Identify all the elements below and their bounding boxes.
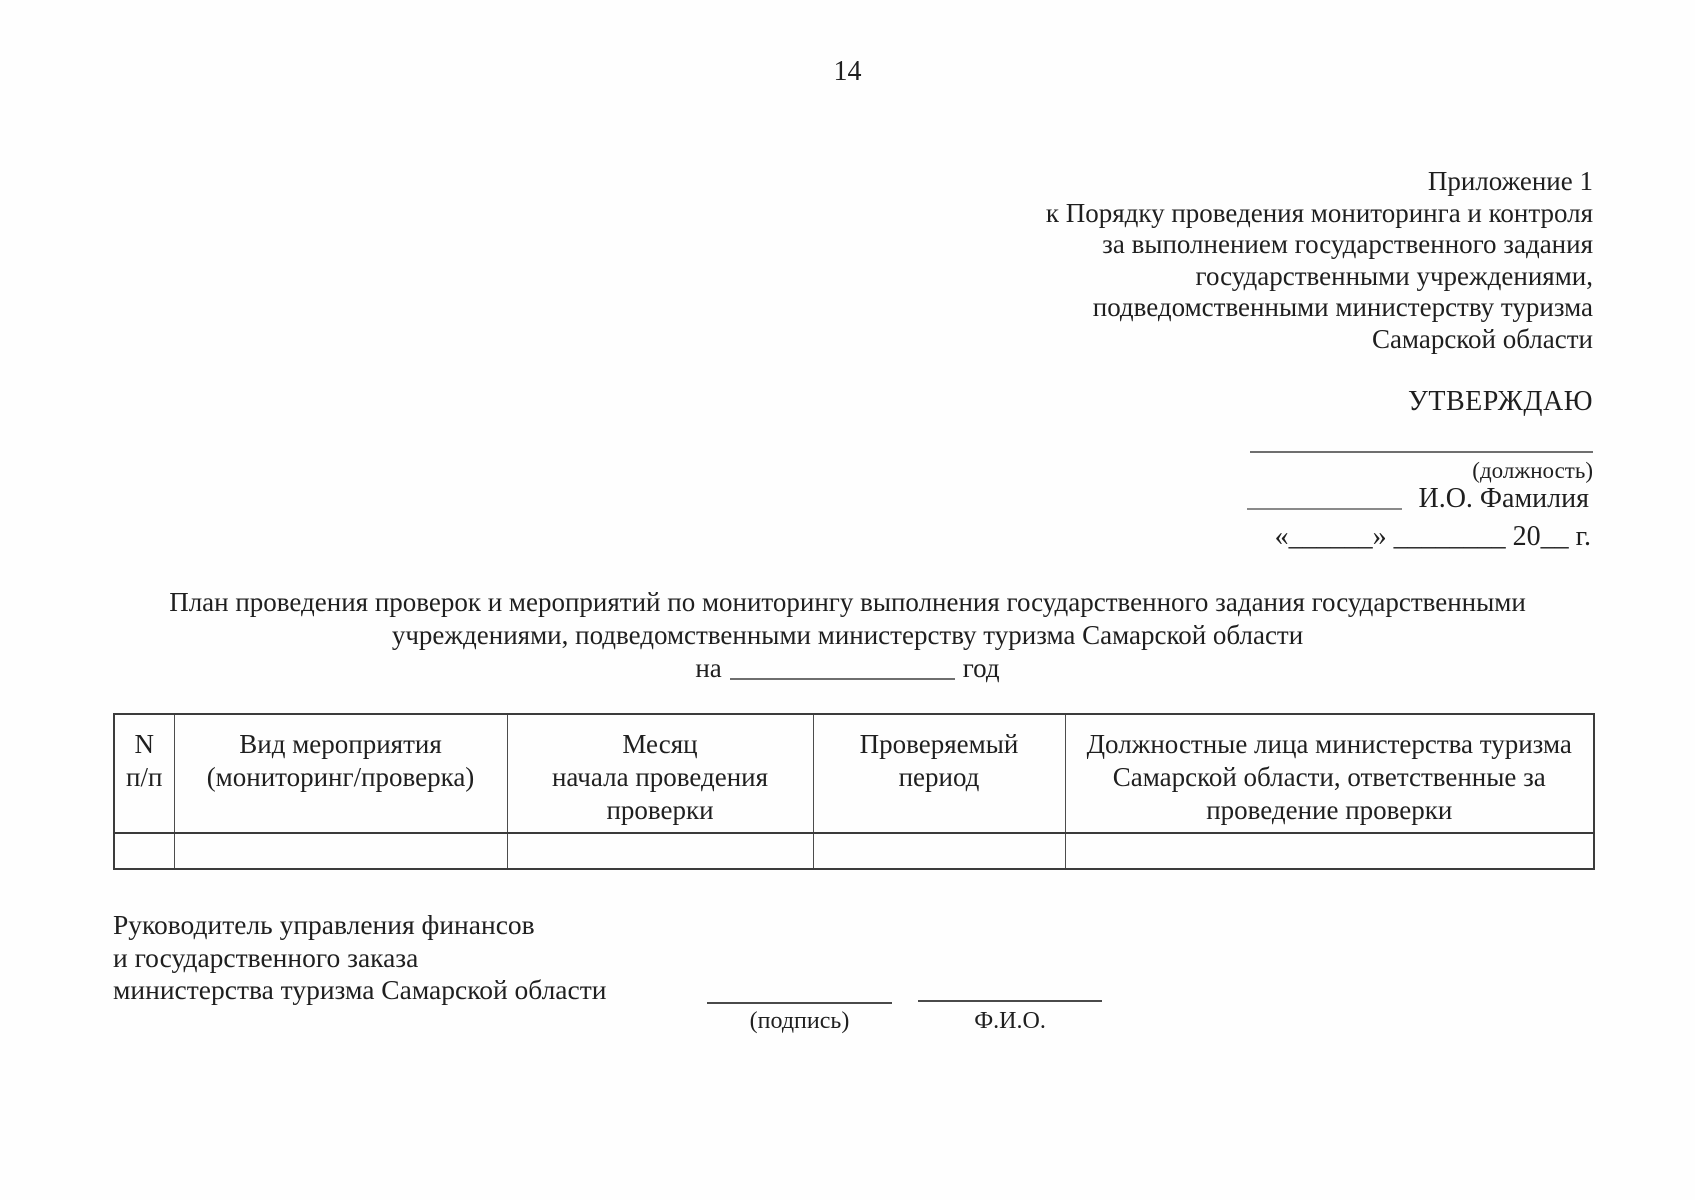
table-row (113, 832, 1595, 870)
table-cell (113, 832, 175, 870)
signature-caption: (подпись) (749, 1008, 850, 1034)
signature-blank-line (707, 986, 892, 1004)
appendix-line: подведомственными министерству туризма (1092, 292, 1593, 322)
position-blank-line (1250, 433, 1593, 453)
table-cell (1064, 832, 1595, 870)
appendix-line: государственными учреждениями, (1195, 260, 1593, 291)
approver-name-row: И.О. Фамилия (1247, 483, 1589, 515)
table-header-row: N п/п Вид мероприятия (мониторинг/провер… (113, 713, 1595, 834)
appendix-line: Приложение 1 (1427, 166, 1593, 196)
col-header-officials: Должностные лица министерства туризма Са… (1064, 713, 1595, 834)
col-header-event-type: Вид мероприятия (мониторинг/проверка) (173, 713, 508, 834)
table-cell (506, 832, 814, 870)
signer-line: министерства туризма Самарской области (113, 974, 607, 1005)
position-caption: (должность) (1472, 458, 1593, 483)
signer-block: Руководитель управления финансов и госуд… (113, 909, 606, 1007)
year-prefix: на (695, 653, 722, 683)
fio-caption: Ф.И.О. (974, 1008, 1046, 1034)
col-header-num: N п/п (113, 713, 175, 834)
appendix-line: к Порядку проведения мониторинга и контр… (1045, 197, 1593, 228)
appendix-block: Приложение 1 к Порядку проведения монито… (1046, 166, 1593, 355)
title-line-2: учреждениями, подведомственными министер… (391, 620, 1304, 650)
approver-name: И.О. Фамилия (1418, 483, 1589, 514)
title-line-1: План проведения проверок и мероприятий п… (169, 587, 1526, 617)
table-cell (173, 832, 508, 870)
table-cell (812, 832, 1066, 870)
appendix-line: за выполнением государственного задания (1102, 229, 1593, 259)
page-number: 14 (833, 56, 862, 87)
signer-line: и государственного заказа (113, 941, 419, 973)
year-suffix: год (962, 653, 1000, 683)
document-title: План проведения проверок и мероприятий п… (102, 586, 1593, 685)
year-line: на год (102, 652, 1593, 685)
year-blank-line (729, 678, 955, 680)
approval-date-line: «______» ________ 20__ г. (1274, 521, 1591, 552)
fio-blank-line (918, 984, 1102, 1002)
appendix-line: Самарской области (1371, 323, 1593, 354)
signer-line: Руководитель управления финансов (113, 909, 535, 940)
name-blank-line (1247, 508, 1403, 510)
col-header-start-month: Месяц начала проведения проверки (506, 713, 814, 834)
col-header-period: Проверяемый период (812, 713, 1066, 834)
approve-heading: УТВЕРЖДАЮ (1408, 386, 1593, 417)
plan-table: N п/п Вид мероприятия (мониторинг/провер… (113, 713, 1595, 870)
